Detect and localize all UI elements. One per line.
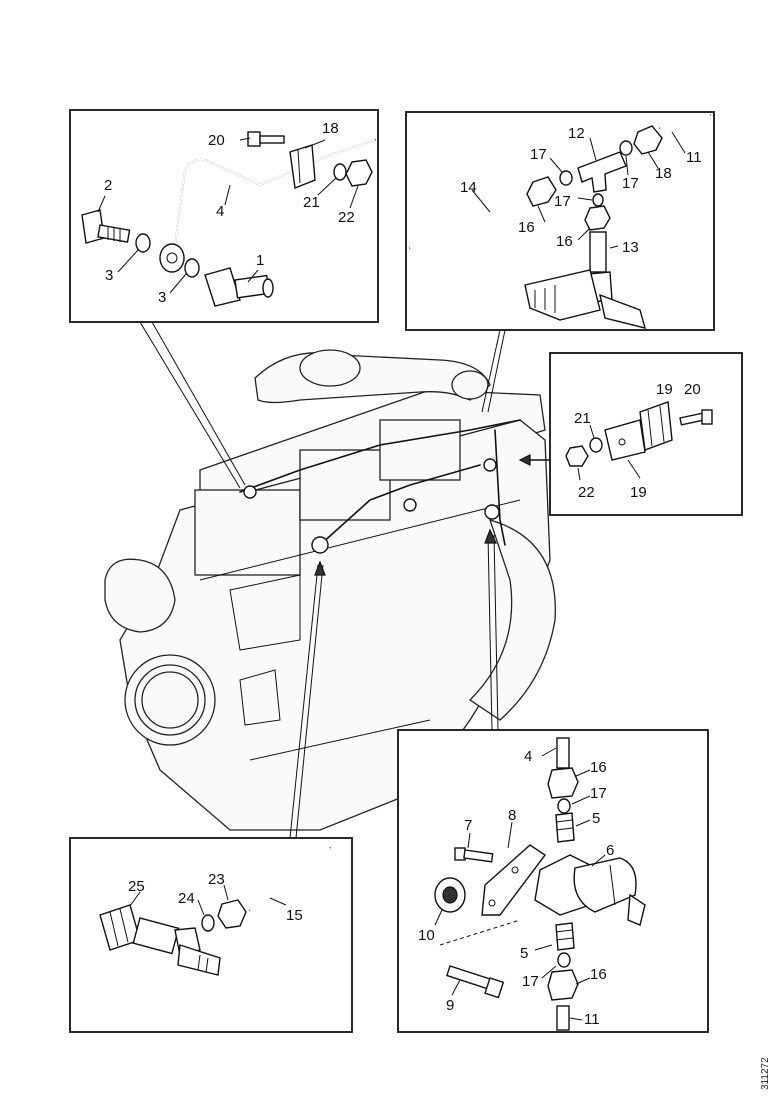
callout-top-right-7: 16: [518, 219, 535, 236]
callout-top-left-2: 2: [104, 177, 112, 194]
callout-bottom-right-5: 8: [508, 807, 516, 824]
callout-right-2: 21: [574, 410, 591, 427]
callout-bottom-right-7: 10: [418, 927, 435, 944]
panel-top-right: 12 17 17 18 11 14 17 16 16 13: [405, 111, 715, 331]
callout-top-right-9: 13: [622, 239, 639, 256]
callout-top-right-1: 17: [530, 146, 547, 163]
callout-bottom-right-12: 11: [584, 1011, 600, 1028]
callout-bottom-right-9: 17: [522, 973, 539, 990]
callout-top-left-3: 4: [216, 203, 224, 220]
callout-bottom-right-1: 16: [590, 759, 607, 776]
callout-bottom-left-0: 25: [128, 878, 145, 895]
callout-bottom-left-1: 24: [178, 890, 195, 907]
figure-reference: 311272: [760, 1057, 771, 1090]
panel-right: 19 20 21 22 19: [549, 352, 743, 516]
callout-right-1: 20: [684, 381, 701, 398]
panel-bottom-right: 4 16 17 5 7 8 6 10 5 17 16 9 11: [397, 729, 709, 1033]
callout-bottom-left-2: 23: [208, 871, 225, 888]
callout-top-right-8: 16: [556, 233, 573, 250]
callout-bottom-right-2: 17: [590, 785, 607, 802]
callout-bottom-right-6: 6: [606, 842, 614, 859]
callout-bottom-right-10: 16: [590, 966, 607, 983]
callout-top-right-0: 12: [568, 125, 585, 142]
callout-bottom-right-4: 7: [464, 817, 472, 834]
callout-right-4: 19: [630, 484, 647, 501]
callout-right-3: 22: [578, 484, 595, 501]
callout-bottom-right-0: 4: [524, 748, 532, 765]
callout-top-right-3: 18: [655, 165, 672, 182]
callout-top-left-5: 22: [338, 209, 355, 226]
callout-bottom-right-3: 5: [592, 810, 600, 827]
callout-top-left-6: 3: [105, 267, 113, 284]
leader-lines: [139, 321, 551, 839]
callout-top-left-4: 21: [303, 194, 320, 211]
callout-bottom-right-8: 5: [520, 945, 528, 962]
callout-top-left-8: 3: [158, 289, 166, 306]
callout-top-left-1: 18: [322, 120, 339, 137]
callout-top-right-4: 11: [686, 149, 702, 166]
callout-right-0: 19: [656, 381, 673, 398]
callout-bottom-left-3: 15: [286, 907, 303, 924]
callout-top-left-7: 1: [256, 252, 264, 269]
callout-bottom-right-11: 9: [446, 997, 454, 1014]
callout-top-right-5: 14: [460, 179, 477, 196]
callout-top-right-2: 17: [622, 175, 639, 192]
callout-top-right-6: 17: [554, 193, 571, 210]
panel-top-left: 20 18 2 4 21 22 3 1 3: [69, 109, 379, 323]
panel-bottom-left: 25 24 23 15: [69, 837, 353, 1033]
callout-top-left-0: 20: [208, 132, 225, 149]
